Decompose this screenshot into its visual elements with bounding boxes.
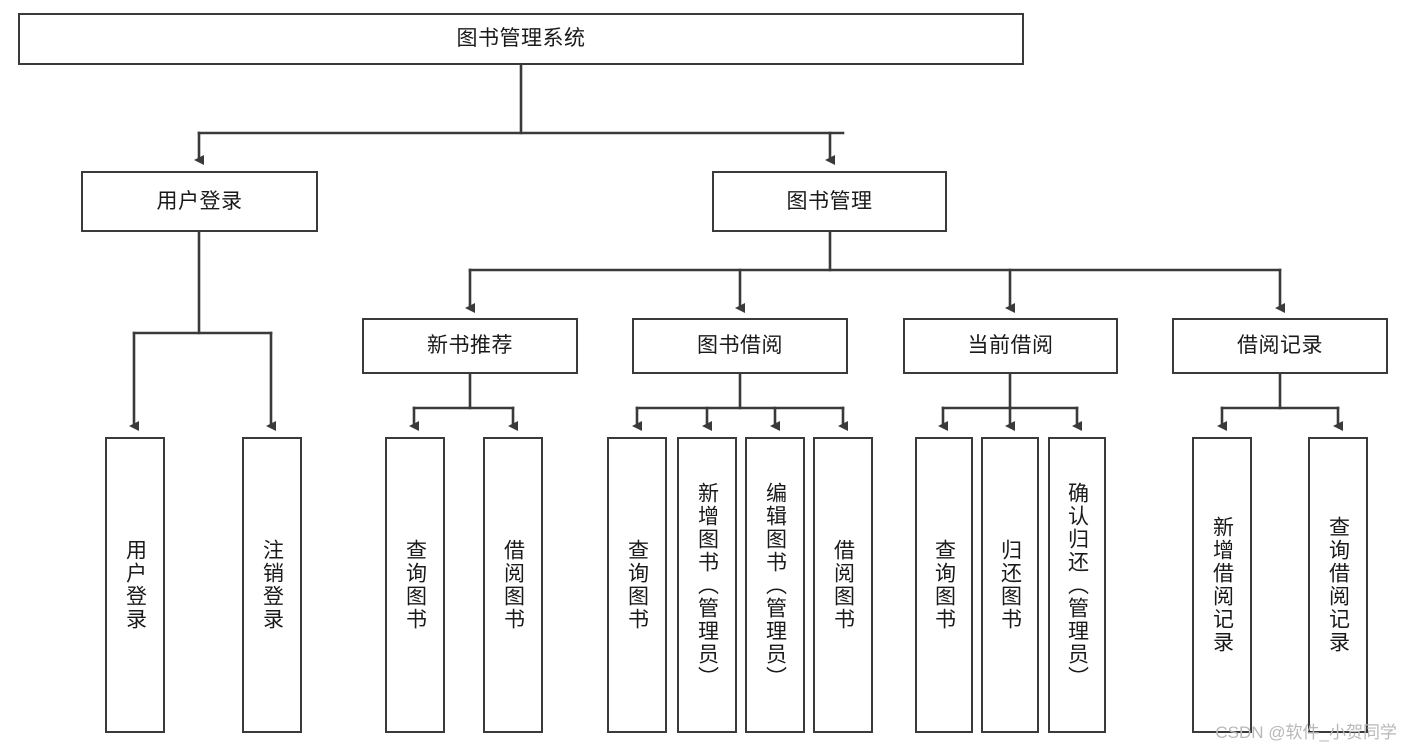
leaf-current-borrow-query-label: 查询图书 [932, 539, 956, 631]
leaf-current-borrow-confirm[interactable]: 确认归还（管理员） [1048, 437, 1106, 733]
leaf-new-book-borrow-label: 借阅图书 [501, 539, 525, 631]
leaf-new-book-query[interactable]: 查询图书 [385, 437, 445, 733]
leaf-current-borrow-confirm-label: 确认归还（管理员） [1065, 481, 1089, 689]
node-book-borrow-label: 图书借阅 [697, 334, 783, 358]
leaf-user-login-login-label: 用户登录 [123, 539, 147, 631]
node-borrow-record[interactable]: 借阅记录 [1172, 318, 1388, 374]
leaf-new-book-borrow[interactable]: 借阅图书 [483, 437, 543, 733]
node-book-management-label: 图书管理 [786, 189, 873, 213]
leaf-borrow-record-add[interactable]: 新增借阅记录 [1192, 437, 1252, 733]
node-user-login[interactable]: 用户登录 [81, 171, 318, 232]
node-root-system[interactable]: 图书管理系统 [18, 13, 1024, 65]
node-current-borrow-label: 当前借阅 [967, 334, 1054, 358]
leaf-borrow-record-query-label: 查询借阅记录 [1326, 516, 1350, 654]
leaf-book-borrow-query-label: 查询图书 [625, 539, 649, 631]
node-root-system-label: 图书管理系统 [456, 27, 586, 51]
leaf-book-borrow-query[interactable]: 查询图书 [607, 437, 667, 733]
leaf-borrow-record-add-label: 新增借阅记录 [1210, 516, 1234, 654]
leaf-user-login-logout[interactable]: 注销登录 [242, 437, 302, 733]
leaf-user-login-logout-label: 注销登录 [260, 539, 284, 631]
leaf-book-borrow-add[interactable]: 新增图书（管理员） [677, 437, 737, 733]
leaf-book-borrow-add-label: 新增图书（管理员） [695, 481, 719, 689]
node-user-login-label: 用户登录 [156, 189, 243, 213]
node-book-management[interactable]: 图书管理 [712, 171, 947, 232]
leaf-book-borrow-borrow[interactable]: 借阅图书 [813, 437, 873, 733]
leaf-current-borrow-return[interactable]: 归还图书 [981, 437, 1039, 733]
node-new-book-recommend-label: 新书推荐 [427, 334, 513, 358]
leaf-user-login-login[interactable]: 用户登录 [105, 437, 165, 733]
node-borrow-record-label: 借阅记录 [1237, 334, 1323, 358]
leaf-book-borrow-edit[interactable]: 编辑图书（管理员） [745, 437, 805, 733]
leaf-current-borrow-query[interactable]: 查询图书 [915, 437, 973, 733]
node-new-book-recommend[interactable]: 新书推荐 [362, 318, 578, 374]
leaf-book-borrow-edit-label: 编辑图书（管理员） [763, 481, 787, 689]
leaf-book-borrow-borrow-label: 借阅图书 [831, 539, 855, 631]
leaf-current-borrow-return-label: 归还图书 [998, 539, 1022, 631]
leaf-borrow-record-query[interactable]: 查询借阅记录 [1308, 437, 1368, 733]
leaf-new-book-query-label: 查询图书 [403, 539, 427, 631]
node-current-borrow[interactable]: 当前借阅 [903, 318, 1118, 374]
node-book-borrow[interactable]: 图书借阅 [632, 318, 848, 374]
